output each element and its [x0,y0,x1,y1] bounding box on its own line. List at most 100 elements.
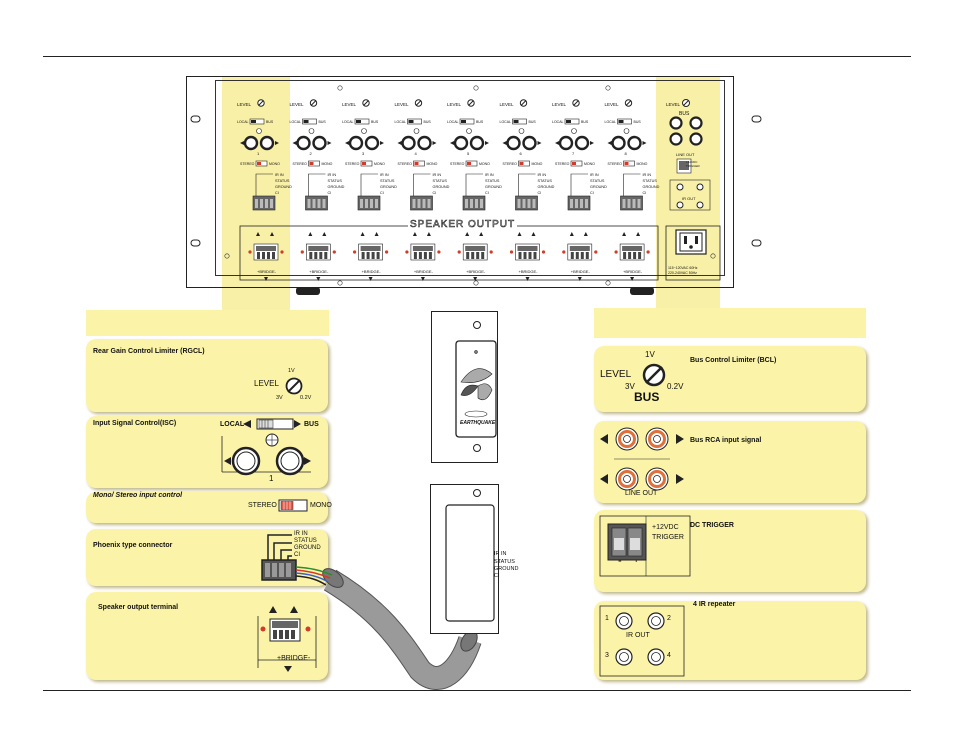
channel-speaker-pin [376,252,380,259]
channel-speaker-pin [481,252,485,259]
channel-speaker-pin [361,252,365,259]
bus-ir-jack [676,201,684,209]
channel-bus-label: BUS [371,120,379,124]
channel-phoenix-pin [412,199,416,208]
channel-speaker-arrow-right [479,232,484,236]
power-label-1: 115~120VAC 60Hz [668,266,698,270]
channel-speaker-led-left [457,250,461,254]
channel-phoenix-pin [532,199,536,208]
channel-speaker-led-right [280,250,284,254]
speaker-bridge-label: +BRIDGE- [277,655,311,662]
right-highlight-column [656,76,720,312]
channel-level-label: LEVEL [290,102,305,107]
channel-speaker-pin [319,252,323,259]
channel-speaker-terminal-top [360,246,381,251]
channel-number: 3 [362,151,365,156]
channel-ground-screw-icon [256,128,262,134]
left-callout-bar [86,310,329,336]
channel-input-switch [354,118,370,125]
channel-speaker-pin [423,252,427,259]
channel-speaker-pin [570,252,574,259]
trigger-line1: +12VDC [652,524,679,531]
channel-status-label: STATUS [328,179,343,183]
ir-n3: 3 [605,652,609,659]
channel-phoenix-pin [375,199,378,208]
bcl-bus: BUS [634,390,660,404]
channel-bridge-arrow [473,277,478,281]
channel-rca-left [348,135,364,151]
channel-stereo-switch-knob [624,162,629,165]
channel-rca-arrow-left [292,141,297,145]
channel-input-switch [407,118,422,125]
keypad-status: STATUS [494,559,515,565]
channel-stereo-switch [308,160,320,167]
channel-speaker-pin [466,252,470,259]
bcl-knob-icon [642,363,666,387]
channel-speaker-pin [418,252,422,259]
channel-bridge-label: +BRIDGE- [362,269,382,274]
channel-phoenix-pin [475,199,478,208]
channel-bridge-label: +BRIDGE- [414,269,434,274]
channel-phoenix-pin [265,199,268,208]
channel-local-label: LOCAL [342,120,354,124]
channel-ground-label: GROUND [275,185,292,189]
channel-phoenix-pin [637,199,641,208]
channel-phoenix-pin [255,199,258,208]
rgcl-02v: 0.2V [300,395,312,401]
channel-phoenix-block [620,195,643,211]
channel-local-label: LOCAL [605,120,617,124]
trigger-line2: TRIGGER [652,534,684,541]
channel-speaker-arrow-right [270,232,274,236]
channel-input-switch-knob [251,120,256,123]
channel-bus-label: BUS [529,120,537,124]
bus-trigger-connector [679,161,689,170]
channel-input-switch-knob [356,120,361,123]
channel-stereo-switch [360,160,373,167]
channel-speaker-pin [257,252,260,259]
channel-phoenix-pin [270,199,273,208]
keypad-ir-in: IR IN [494,551,507,557]
channel-number: 6 [520,151,523,156]
channel-status-label: STATUS [538,179,553,183]
isc-local: LOCAL [220,421,245,428]
channel-speaker-pin [314,252,318,259]
channel-level-label: LEVEL [237,102,252,107]
channel-ci-label: CI [538,191,542,195]
channel-mono-label: MONO [532,162,543,166]
channel-level-knob-pointer [468,100,474,106]
rack-foot-right [630,287,654,295]
rca-line-out: LINE OUT [625,490,658,497]
channel-speaker-pin [533,252,537,259]
channel-input-switch-knob [513,120,519,123]
channel-level-label: LEVEL [395,102,410,107]
stereo-title: Mono/ Stereo input control [93,492,183,499]
channel-rca-arrow-left [345,141,349,145]
channel-input-switch-knob [566,120,571,123]
channel-rca-arrow-right [275,141,279,145]
bottom-rule [43,690,911,691]
channel-rca-right [364,135,380,151]
speaker-title: Speaker output terminal [98,604,179,611]
rack-foot-left [296,287,320,295]
channel-speaker-pin [476,252,480,259]
channel-bus-label: BUS [581,120,589,124]
channel-rca-arrow-left [240,141,244,145]
channel-mono-label: MONO [322,162,333,166]
channel-input-switch [249,118,265,125]
channel-level-label: LEVEL [342,102,357,107]
channel-speaker-led-right [646,250,650,254]
channel-bridge-arrow [316,277,321,281]
rgcl-panel: Rear Gain Control Limiter (RGCL) LEVEL 1… [86,339,328,412]
channel-level-knob-pointer [573,100,579,106]
channel-ir-in-label: IR IN [380,173,389,177]
channel-status-label: STATUS [380,179,395,183]
channel-ir-in-label: IR IN [643,173,652,177]
channel-phoenix-pin [585,199,588,208]
channel-mono-label: MONO [584,162,595,166]
speaker-panel: Speaker output terminal +BRIDGE- [86,592,328,680]
channel-mono-label: MONO [479,162,490,166]
channel-bridge-label: +BRIDGE- [519,269,539,274]
bus-knob-label: BUS [679,111,690,117]
